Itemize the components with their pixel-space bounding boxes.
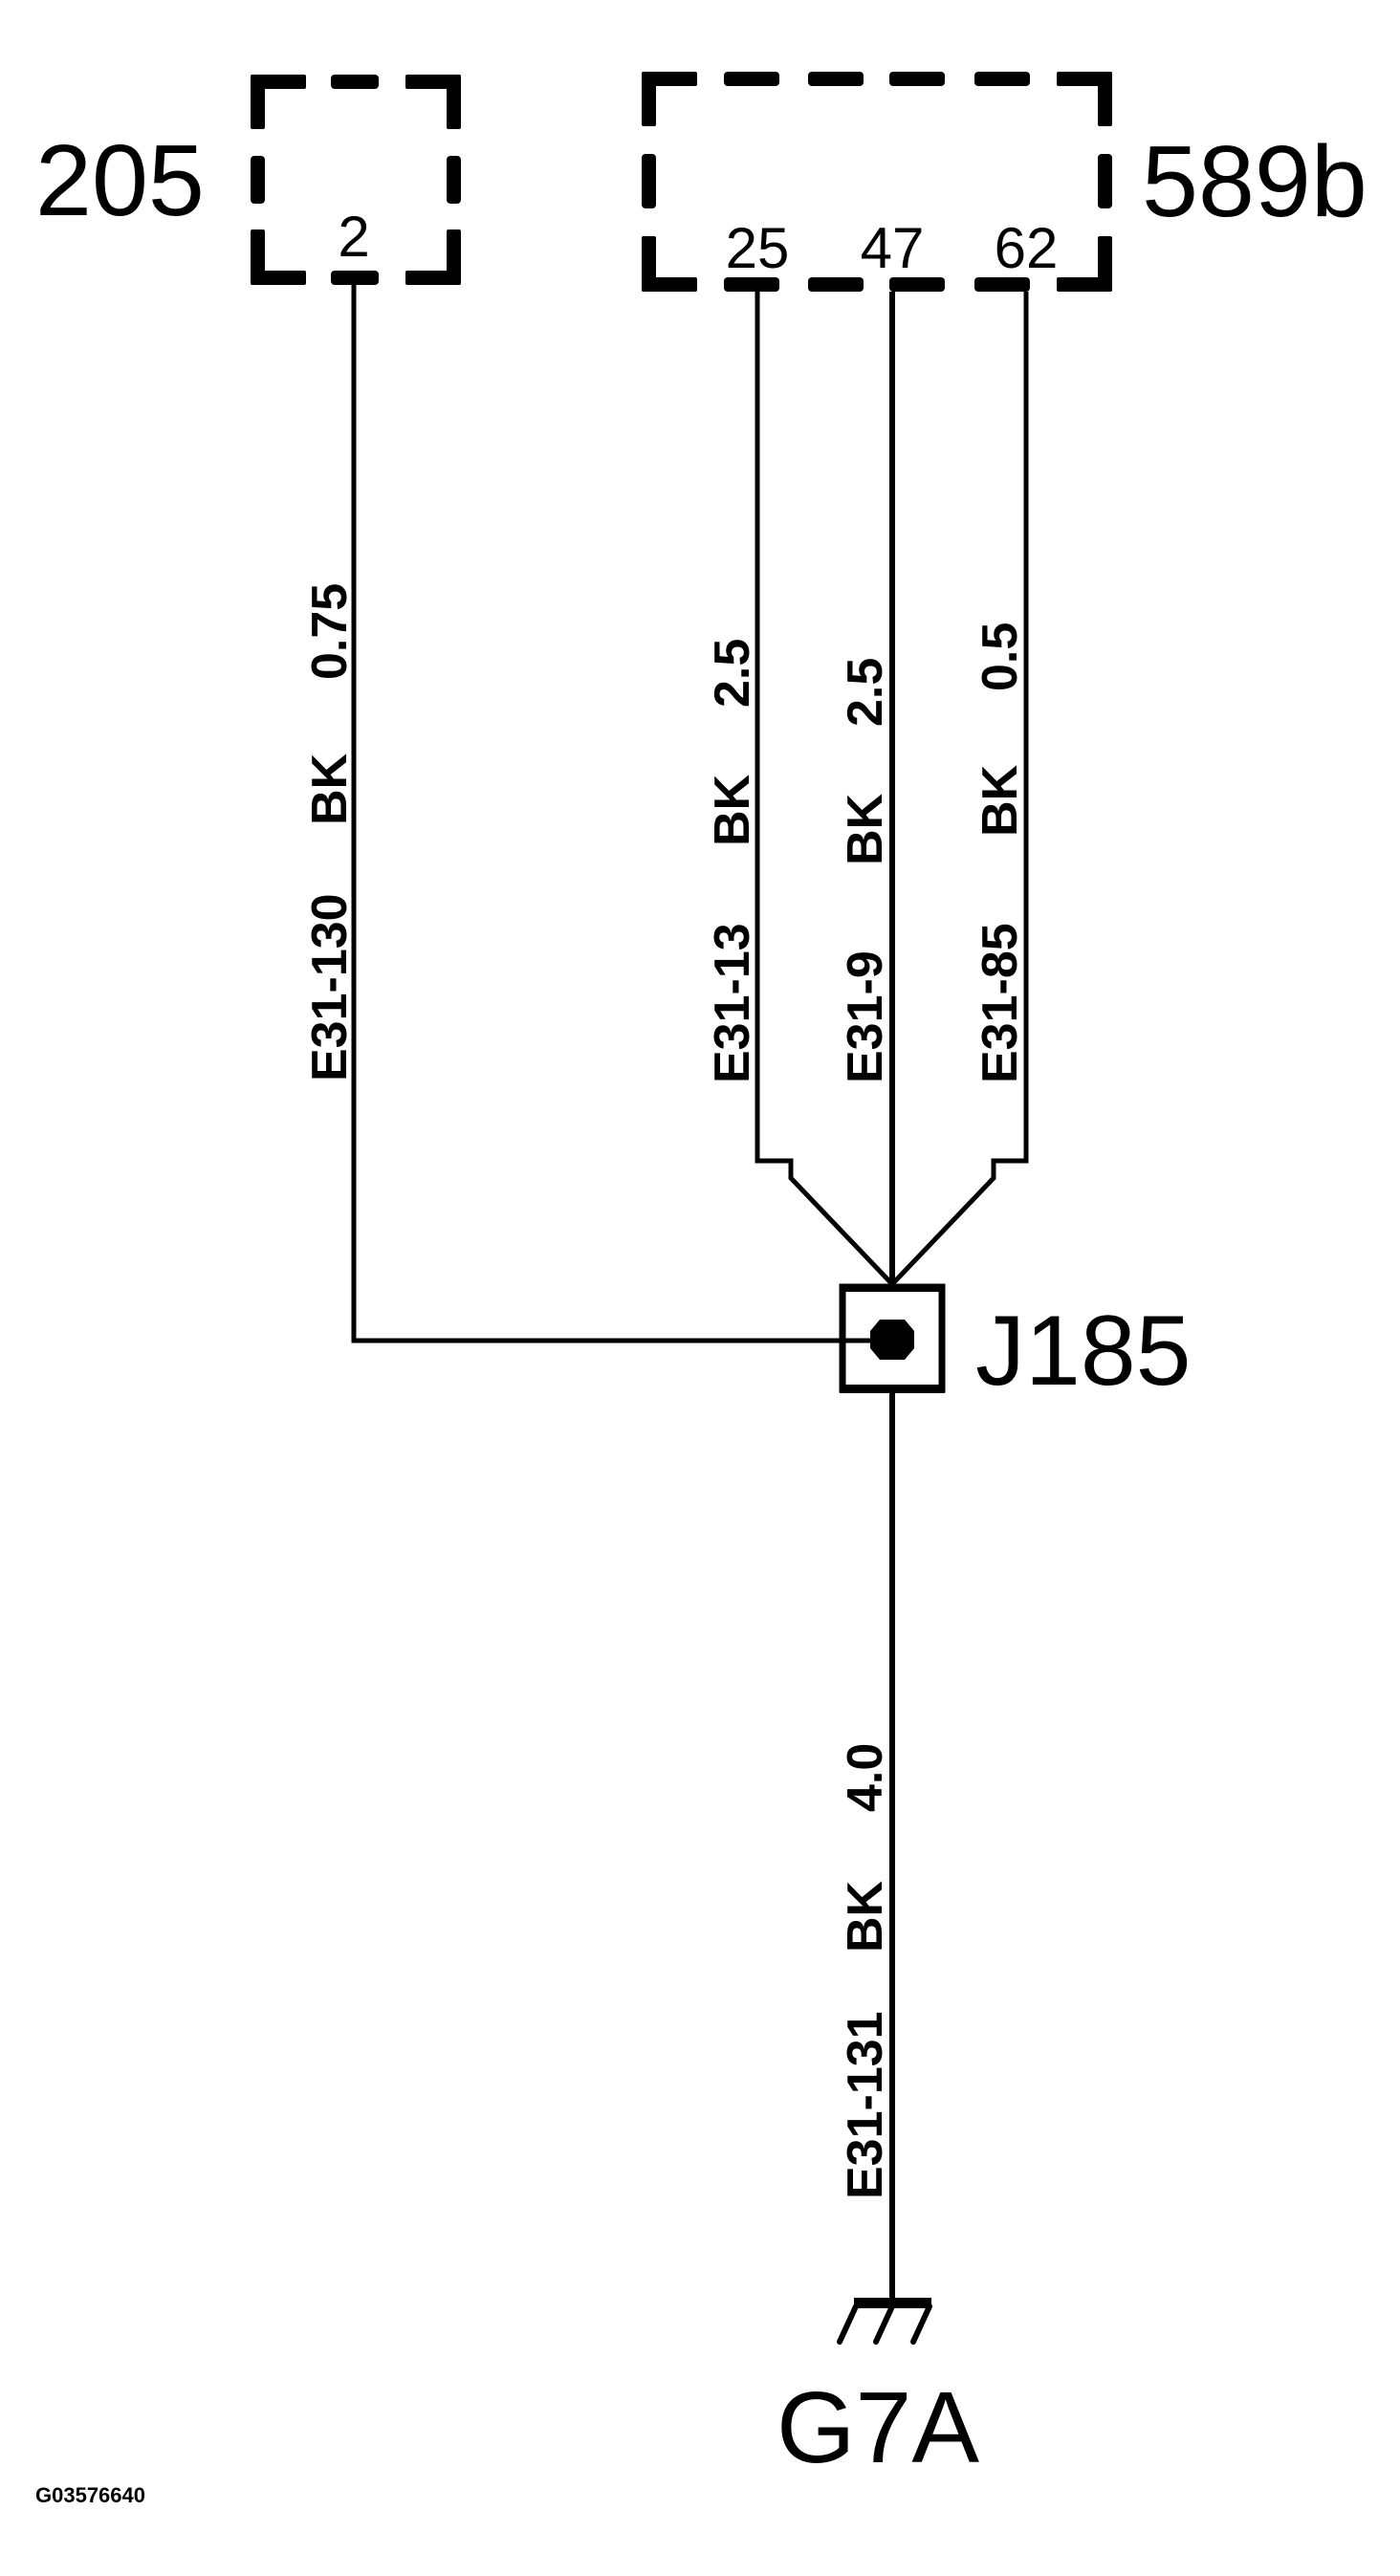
component-589b-box (642, 72, 1112, 292)
component-205-label: 205 (35, 124, 205, 237)
figure-id: G03576640 (35, 2483, 145, 2507)
wire-e31-85 (890, 292, 1029, 1286)
wire-label-e31-13-color: BK (705, 774, 760, 846)
splice-j185-label: J185 (975, 1296, 1192, 1407)
wire-label-e31-85-color: BK (973, 764, 1028, 837)
wire-label-e31-131-size: 4.0 (838, 1743, 893, 1812)
wire-label-e31-13-circuit: E31-13 (705, 923, 760, 1083)
wire-label-e31-85-circuit: E31-85 (973, 923, 1028, 1083)
wire-label-e31-130-circuit: E31-130 (302, 893, 358, 1081)
wire-label-e31-9-circuit: E31-9 (838, 950, 893, 1083)
wire-label-e31-85-size: 0.5 (973, 622, 1028, 691)
wire-label-e31-130-color: BK (302, 753, 358, 825)
wire-label-e31-9-size: 2.5 (838, 658, 893, 727)
splice-j185 (839, 1283, 946, 1393)
ground-g7a-label: G7A (777, 2371, 979, 2484)
wire-label-e31-9-color: BK (838, 793, 893, 865)
wire-e31-130 (351, 285, 892, 1343)
wire-label-e31-130-size: 0.75 (302, 583, 358, 680)
component-589b-label: 589b (1142, 125, 1367, 238)
wire-label-e31-131-color: BK (838, 1880, 893, 1953)
component-589b-pin-47: 47 (861, 216, 925, 280)
ground-icon (837, 2298, 932, 2345)
wire-label-e31-13-size: 2.5 (705, 639, 760, 708)
splice-dot-icon (870, 1320, 914, 1360)
component-205-box (251, 75, 461, 285)
wire-e31-13 (755, 292, 894, 1286)
component-205-pin-2: 2 (338, 205, 369, 269)
wire-label-e31-131-circuit: E31-131 (838, 2011, 893, 2199)
component-589b-pin-62: 62 (995, 216, 1059, 280)
component-589b-pin-25: 25 (726, 216, 790, 280)
